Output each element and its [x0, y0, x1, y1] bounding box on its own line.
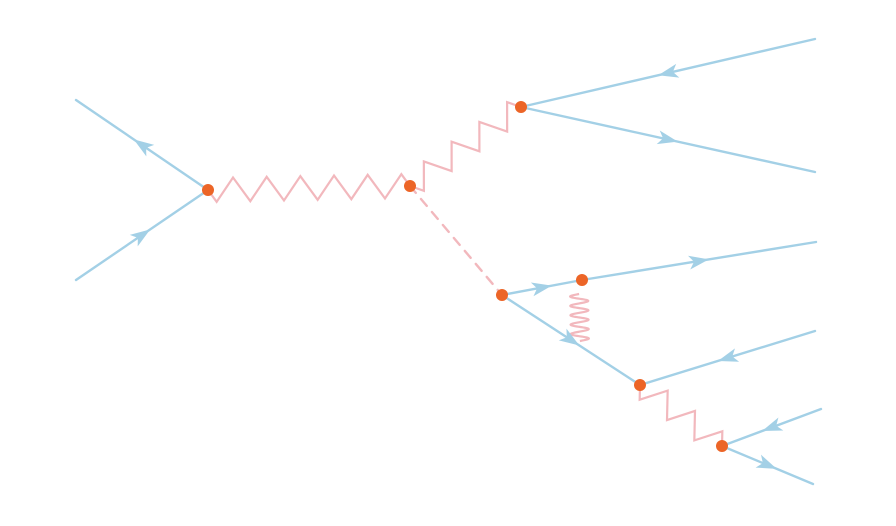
photon-v6-v7	[638, 384, 724, 447]
outgoing-line-mid-right-1-arrow	[688, 255, 709, 270]
vertex-upper-pair	[515, 101, 527, 113]
outgoing-line-bottom-right-1-arrow	[762, 417, 784, 432]
outgoing-line-bottom-right-2-arrow	[755, 454, 777, 469]
vertices-layer	[202, 101, 728, 452]
arrows-layer	[129, 63, 784, 469]
incoming-fermion-lower-left-arrow	[129, 229, 151, 247]
incoming-antifermion-upper-left-arrow	[133, 139, 155, 157]
vertex-lower-pair	[716, 440, 728, 452]
photon-v1-v2	[207, 172, 411, 204]
vertex-scalar-decay	[496, 289, 508, 301]
gluon-v5-v6	[568, 292, 591, 343]
outgoing-line-top-right-1-arrow	[658, 63, 680, 78]
scalar-v2-v4	[408, 184, 504, 297]
vertex-gluon-bottom	[634, 379, 646, 391]
fermion-v6-v4-arrow	[558, 328, 580, 346]
photon-v2-v3	[409, 100, 522, 193]
outgoing-line-mid-right-2-arrow	[717, 348, 740, 362]
vertex-gluon-top	[576, 274, 588, 286]
vertex-incoming-annihilation	[202, 184, 214, 196]
lines-layer	[74, 37, 823, 486]
outgoing-line-top-right-2-arrow	[656, 130, 678, 145]
fermion-v4-v5-arrow	[530, 282, 552, 297]
vertex-boson-split	[404, 180, 416, 192]
